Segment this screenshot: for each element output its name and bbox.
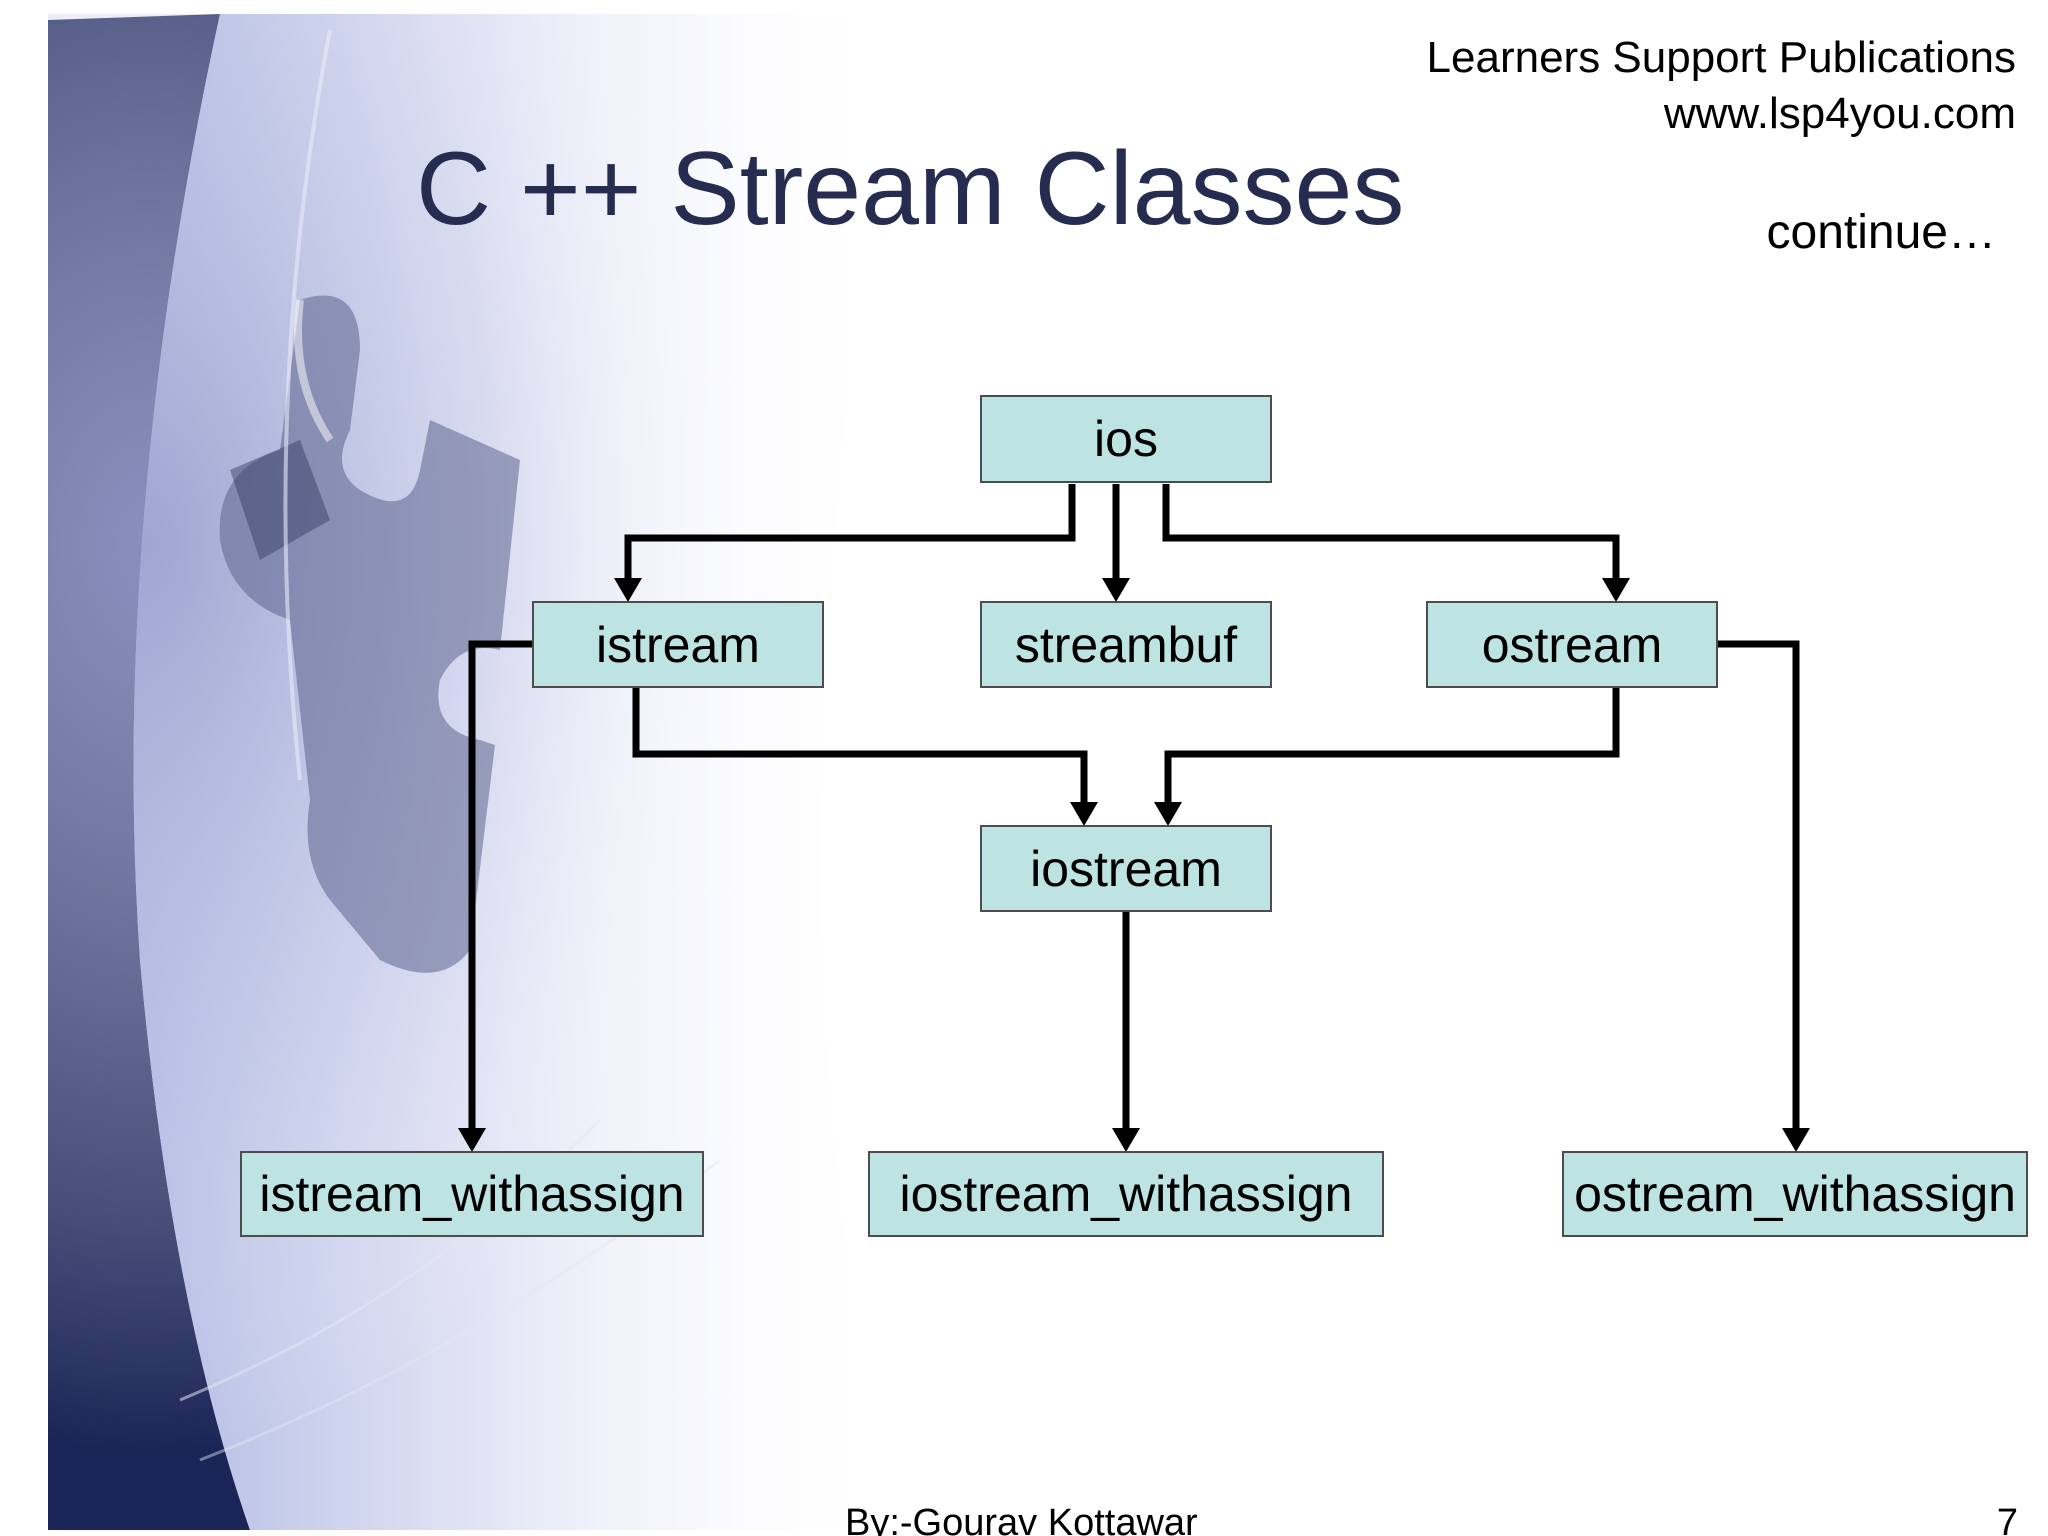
node-istream-withassign: istream_withassign bbox=[240, 1151, 704, 1237]
author-credit: By:-Gourav Kottawar bbox=[845, 1502, 1198, 1536]
arrowhead bbox=[458, 1128, 486, 1152]
publisher-info: Learners Support Publications www.lsp4yo… bbox=[1427, 30, 2016, 142]
puzzle-piece-icon bbox=[219, 295, 520, 973]
arrowhead bbox=[1070, 802, 1098, 826]
edge-ostream-iostream bbox=[1164, 688, 1620, 812]
arrowhead bbox=[1102, 578, 1130, 602]
publisher-name: Learners Support Publications bbox=[1426, 33, 2016, 82]
node-streambuf: streambuf bbox=[980, 601, 1272, 688]
arrowhead bbox=[614, 578, 642, 602]
node-ostream: ostream bbox=[1426, 601, 1718, 688]
node-istream: istream bbox=[532, 601, 824, 688]
node-ios: ios bbox=[980, 395, 1272, 483]
continue-label: continue… bbox=[1766, 206, 1996, 259]
node-iostream: iostream bbox=[980, 825, 1272, 912]
edge-ios-istream bbox=[624, 484, 1076, 588]
edge-ios-ostream bbox=[1162, 484, 1620, 588]
node-ostream-withassign: ostream_withassign bbox=[1562, 1151, 2028, 1237]
slide-title: C ++ Stream Classes bbox=[416, 131, 1405, 247]
arrowhead bbox=[1602, 578, 1630, 602]
publisher-url: www.lsp4you.com bbox=[1663, 89, 2016, 138]
edge-istream-istream-withassign bbox=[468, 640, 532, 1138]
edge-istream-iostream bbox=[632, 688, 1088, 812]
arrowhead bbox=[1782, 1128, 1810, 1152]
edge-ostream-ostream-withassign bbox=[1718, 640, 1800, 1138]
node-iostream-withassign: iostream_withassign bbox=[868, 1151, 1384, 1237]
arrowhead bbox=[1112, 1128, 1140, 1152]
page-number: 7 bbox=[1996, 1502, 2018, 1536]
arrowhead bbox=[1154, 802, 1182, 826]
